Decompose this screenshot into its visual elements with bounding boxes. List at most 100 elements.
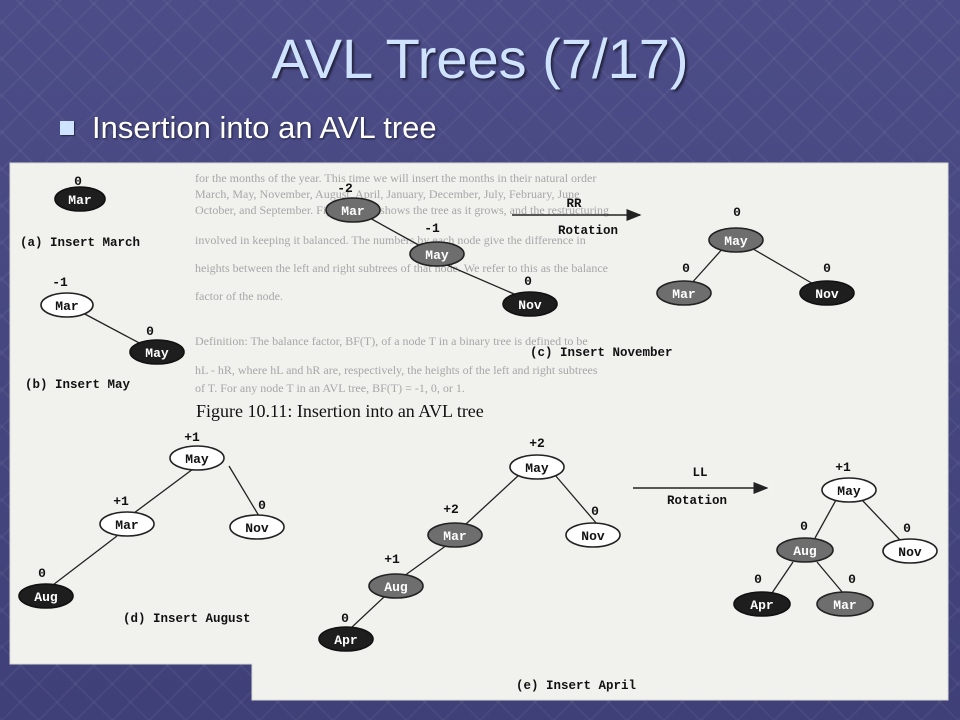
tree-node [427, 522, 483, 548]
tree-node [502, 291, 558, 317]
balance-factor: 0 [682, 261, 690, 276]
panel-caption: (a) Insert March [20, 236, 140, 250]
bg-text-line: October, and September. Figure 10.11 sho… [195, 203, 609, 217]
tree-node [18, 583, 74, 609]
tree-node [708, 227, 764, 253]
node-label: May [185, 452, 209, 467]
tree-edges [48, 216, 901, 629]
panel-caption: (e) Insert April [516, 679, 636, 693]
panel-caption: (c) Insert November [530, 346, 673, 360]
balance-factor: -1 [52, 275, 68, 290]
rotation-type: RR [566, 197, 582, 211]
tree-node [40, 292, 94, 318]
tree-node [821, 477, 877, 503]
tree-node [368, 573, 424, 599]
balance-factor: +1 [113, 494, 129, 509]
tree-node [799, 280, 855, 306]
balance-factor: 0 [733, 205, 741, 220]
bg-text-line: factor of the node. [195, 289, 283, 303]
balance-factor: 0 [754, 572, 762, 587]
tree-node [776, 537, 834, 563]
rotation-label: Rotation [667, 494, 727, 508]
node-label: Mar [341, 204, 364, 219]
tree-node [656, 280, 712, 306]
balance-factor: +2 [529, 436, 545, 451]
balance-factor: 0 [903, 521, 911, 536]
tree-node [565, 522, 621, 548]
tree-node [816, 591, 874, 617]
bg-text-line: for the months of the year. This time we… [195, 171, 596, 185]
bg-text-line: March, May, November, August, April, Jan… [195, 187, 580, 201]
bg-text-line: hL - hR, where hL and hR are, respective… [195, 363, 598, 377]
node-label: Apr [334, 633, 357, 648]
node-label: Nov [518, 298, 542, 313]
balance-factor: +2 [443, 502, 459, 517]
bg-text-line: heights between the left and right subtr… [195, 261, 608, 275]
node-label: Mar [672, 287, 695, 302]
slide-title: AVL Trees (7/17) [271, 27, 689, 90]
tree-node [509, 454, 565, 480]
balance-factor: 0 [146, 324, 154, 339]
node-label: May [525, 461, 549, 476]
tree-node [882, 538, 938, 564]
balance-factor: 0 [823, 261, 831, 276]
balance-factor: 0 [341, 611, 349, 626]
tree-node [229, 514, 285, 540]
tree-node [54, 186, 106, 212]
panel-d: +1 May +1 Mar 0 Nov 0 Aug (d) Insert Aug… [18, 430, 285, 626]
panel-a: 0 Mar (a) Insert March [20, 174, 140, 250]
node-label: Nov [815, 287, 839, 302]
balance-factor: 0 [591, 504, 599, 519]
tree-node [169, 445, 225, 471]
node-label: Nov [581, 529, 605, 544]
balance-factor: -1 [424, 221, 440, 236]
balance-factor: -2 [337, 181, 353, 196]
rotation-label: Rotation [558, 224, 618, 238]
node-label: May [724, 234, 748, 249]
balance-factor: 0 [258, 498, 266, 513]
balance-factor: +1 [384, 552, 400, 567]
bullet-item: Insertion into an AVL tree [60, 108, 437, 148]
node-label: Mar [443, 529, 466, 544]
node-label: May [145, 346, 169, 361]
panel-c: -2 Mar -1 May 0 Nov RR Rotation 0 May 0 … [325, 181, 855, 360]
balance-factor: +1 [184, 430, 200, 445]
balance-factor: 0 [848, 572, 856, 587]
balance-factor: 0 [800, 519, 808, 534]
node-label: May [425, 248, 449, 263]
node-label: Aug [384, 580, 408, 595]
tree-node [409, 241, 465, 267]
node-label: Aug [793, 544, 817, 559]
balance-factor: 0 [38, 566, 46, 581]
tree-node [129, 339, 185, 365]
bullet-text: Insertion into an AVL tree [92, 110, 437, 145]
node-label: Mar [833, 598, 856, 613]
rotation-arrows [512, 209, 769, 494]
node-label: Apr [750, 598, 773, 613]
panel-caption: (d) Insert August [123, 612, 251, 626]
bg-text-line: involved in keeping it balanced. The num… [195, 233, 586, 247]
panel-caption: (b) Insert May [25, 378, 131, 392]
square-bullet-icon [60, 121, 74, 135]
panel-b: -1 Mar 0 May (b) Insert May [25, 275, 185, 392]
balance-factor: 0 [74, 174, 82, 189]
balance-factor: +1 [835, 460, 851, 475]
node-label: Nov [898, 545, 922, 560]
node-label: Aug [34, 590, 58, 605]
node-label: Mar [55, 299, 78, 314]
panel-e: +2 May +2 Mar 0 Nov +1 Aug 0 Apr LL Rota… [318, 436, 938, 693]
node-label: Nov [245, 521, 269, 536]
scanned-page [9, 162, 949, 701]
tree-node [733, 591, 791, 617]
balance-factor: 0 [524, 274, 532, 289]
bg-text-line: of T. For any node T in an AVL tree, BF(… [195, 381, 465, 395]
node-label: Mar [68, 193, 91, 208]
rotation-type: LL [692, 466, 707, 480]
background-text: for the months of the year. This time we… [195, 171, 609, 395]
node-label: Mar [115, 518, 138, 533]
tree-node [325, 197, 381, 223]
tree-node [318, 626, 374, 652]
bg-text-line: Definition: The balance factor, BF(T), o… [195, 334, 588, 348]
figure-caption: Figure 10.11: Insertion into an AVL tree [196, 401, 484, 421]
